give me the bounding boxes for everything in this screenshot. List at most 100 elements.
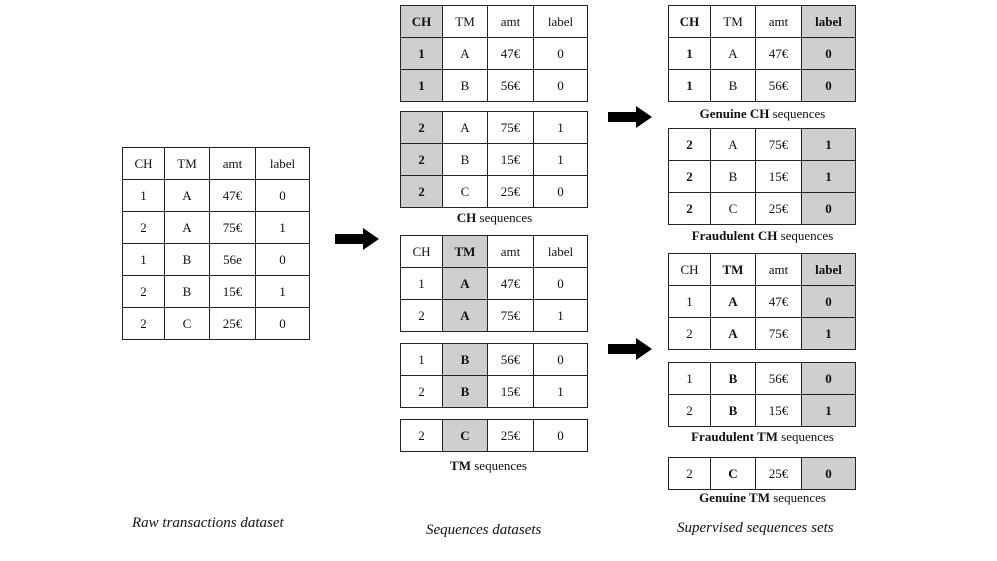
cell-label: 0: [533, 69, 588, 102]
cell-tm: A: [710, 37, 756, 70]
fraudulent-ch-caption: Fraudulent CH sequences: [668, 228, 857, 244]
header-cell-amt: amt: [487, 235, 534, 268]
header-cell-tm: TM: [710, 253, 756, 286]
tm-sequences-caption: TM sequences: [394, 458, 583, 474]
cell-ch: 2: [400, 375, 443, 408]
header-cell-label: label: [801, 253, 856, 286]
header-cell-tm: TM: [442, 5, 488, 38]
genuine-tm-caption-pre: Genuine: [699, 490, 750, 505]
cell-tm: B: [710, 362, 756, 395]
cell-tm: B: [442, 69, 488, 102]
cell-label: 0: [533, 37, 588, 70]
cell-ch: 2: [668, 317, 711, 350]
cell-ch: 2: [122, 275, 165, 308]
cell-label: 1: [801, 394, 856, 427]
cell-ch: 2: [668, 128, 711, 161]
fraudulent-ch-caption-pre: Fraudulent: [691, 228, 758, 243]
cell-amt: 15€: [755, 160, 802, 193]
cell-tm: B: [442, 343, 488, 376]
cell-ch: 1: [668, 37, 711, 70]
cell-label: 0: [801, 457, 856, 490]
cell-tm: A: [710, 317, 756, 350]
cell-tm: B: [164, 275, 210, 308]
header-cell-ch: CH: [122, 147, 165, 180]
arrow-right-icon: [335, 228, 379, 250]
header-cell-tm: TM: [710, 5, 756, 38]
cell-ch: 1: [400, 37, 443, 70]
header-cell-amt: amt: [487, 5, 534, 38]
cell-ch: 2: [668, 192, 711, 225]
header-cell-amt: amt: [755, 253, 802, 286]
cell-amt: 47€: [755, 37, 802, 70]
cell-tm: B: [164, 243, 210, 276]
cell-ch: 2: [400, 175, 443, 208]
cell-ch: 2: [400, 299, 443, 332]
cell-amt: 25€: [755, 457, 802, 490]
cell-amt: 47€: [209, 179, 256, 212]
cell-ch: 1: [400, 343, 443, 376]
fraudulent-ch-caption-bold: CH: [757, 228, 778, 243]
cell-tm: A: [442, 267, 488, 300]
fraudulent-ch-caption-post: sequences: [777, 228, 834, 243]
genuine-ch-caption-post: sequences: [769, 106, 826, 121]
cell-ch: 1: [122, 179, 165, 212]
cell-tm: A: [710, 285, 756, 318]
header-cell-label: label: [255, 147, 310, 180]
cell-tm: A: [442, 299, 488, 332]
supervised-sequences-label: Supervised sequences sets: [677, 520, 834, 536]
cell-label: 0: [533, 267, 588, 300]
cell-tm: C: [442, 175, 488, 208]
header-cell-ch: CH: [668, 5, 711, 38]
ch-sequences-caption: CH sequences: [400, 210, 589, 226]
cell-label: 0: [533, 343, 588, 376]
genuine-ch-caption: Genuine CH sequences: [668, 106, 857, 122]
cell-tm: A: [164, 211, 210, 244]
fraudulent-tm-caption-post: sequences: [777, 429, 834, 444]
cell-amt: 75€: [487, 299, 534, 332]
cell-label: 1: [801, 160, 856, 193]
cell-amt: 15€: [487, 143, 534, 176]
raw-transactions-label: Raw transactions dataset: [132, 515, 284, 531]
cell-ch: 2: [400, 111, 443, 144]
cell-amt: 25€: [487, 419, 534, 452]
cell-tm: C: [164, 307, 210, 340]
arrow-right-icon: [608, 106, 652, 128]
cell-label: 1: [255, 275, 310, 308]
cell-label: 0: [801, 69, 856, 102]
cell-amt: 25€: [755, 192, 802, 225]
header-cell-amt: amt: [209, 147, 256, 180]
cell-ch: 1: [400, 267, 443, 300]
cell-amt: 56€: [487, 69, 534, 102]
cell-ch: 2: [122, 307, 165, 340]
header-cell-tm: TM: [164, 147, 210, 180]
fraudulent-tm-caption-pre: Fraudulent: [691, 429, 757, 444]
header-cell-label: label: [801, 5, 856, 38]
cell-ch: 2: [400, 419, 443, 452]
cell-label: 0: [801, 37, 856, 70]
header-cell-ch: CH: [668, 253, 711, 286]
cell-amt: 47€: [755, 285, 802, 318]
cell-amt: 56€: [755, 362, 802, 395]
cell-amt: 75€: [755, 317, 802, 350]
arrow-right-icon: [608, 338, 652, 360]
cell-ch: 2: [668, 457, 711, 490]
cell-tm: A: [710, 128, 756, 161]
cell-label: 0: [255, 179, 310, 212]
cell-amt: 15€: [487, 375, 534, 408]
cell-tm: C: [710, 192, 756, 225]
